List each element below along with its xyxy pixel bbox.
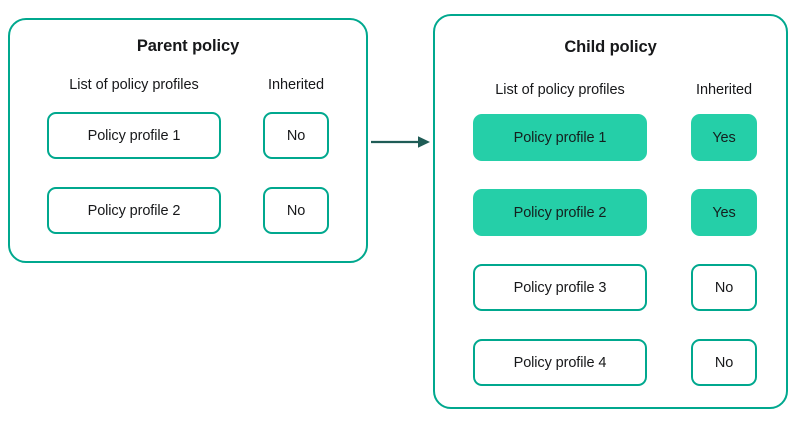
parent-column-header-profiles: List of policy profiles [69,77,199,93]
child-profile-box-4[interactable]: Policy profile 4 [473,339,647,386]
child-policy-panel: Child policy List of policy profiles Inh… [433,14,788,409]
parent-policy-title: Parent policy [136,37,240,55]
child-inherited-box-4[interactable]: No [691,339,757,386]
parent-policy-panel: Parent policy List of policy profiles In… [8,18,368,263]
child-column-header-inherited: Inherited [696,82,752,98]
parent-profile-box-1[interactable]: Policy profile 1 [47,112,221,159]
parent-column-header-inherited: Inherited [268,77,324,93]
child-profile-box-2[interactable]: Policy profile 2 [473,189,647,236]
child-profile-box-3[interactable]: Policy profile 3 [473,264,647,311]
child-profile-box-1[interactable]: Policy profile 1 [473,114,647,161]
parent-profile-box-2[interactable]: Policy profile 2 [47,187,221,234]
child-policy-title: Child policy [564,38,657,56]
parent-inherited-box-2[interactable]: No [263,187,329,234]
child-inherited-box-1[interactable]: Yes [691,114,757,161]
child-inherited-box-2[interactable]: Yes [691,189,757,236]
parent-inherited-box-1[interactable]: No [263,112,329,159]
child-column-header-profiles: List of policy profiles [495,82,625,98]
child-inherited-box-3[interactable]: No [691,264,757,311]
arrow-right-icon [371,136,430,148]
